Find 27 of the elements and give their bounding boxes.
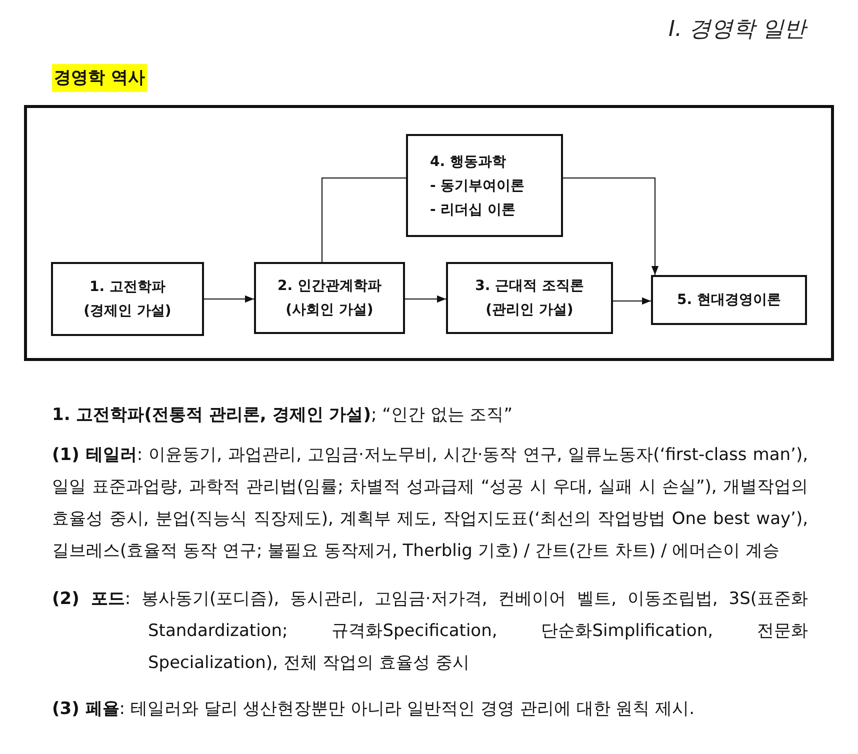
arrow	[404, 295, 446, 303]
process-box	[651, 275, 807, 325]
node-text: (사회인 가설)	[286, 301, 374, 320]
chapter-header: Ⅰ. 경영학 일반	[668, 16, 806, 44]
node-text: - 동기부여이론	[430, 176, 525, 196]
paragraph: (1) 테일러: 이윤동기, 과업관리, 고임금·저노무비, 시간·동작 연구, 일류노동자(‘first-class man’), 일일 표준과업량, 과학적 관리법(임률; 차별적 성과급제 “성공 시 우대, 실패 시 손실”), 개별작업의 효율성 중시, 분업(직능식 직장제도), 계획부 제도, 작업지도표(‘최선의 작업방법 One best way’), 길브레스(효율적 동작 연구; 불필요 동작제거, Therblig 기호) / 간트(간트 차트) / 에머슨이 계승	[52, 444, 808, 563]
node-text: - 리더십 이론	[430, 200, 516, 220]
section-heading: 경영학 역사	[52, 64, 147, 92]
node-text: 5. 현대경영이론	[677, 291, 781, 310]
paragraph: (3) 페욜: 테일러와 달리 생산현장뿐만 아니라 일반적인 경영 관리에 대한 원칙 제시.	[52, 698, 696, 721]
process-box	[51, 262, 204, 336]
node-text: 1. 고전학파	[90, 278, 166, 297]
process-box	[254, 262, 405, 334]
connector-line	[322, 178, 406, 262]
node-text: 2. 인간관계학파	[278, 277, 382, 296]
node-text: (관리인 가설)	[486, 301, 574, 320]
paragraph: 1. 고전학파(전통적 관리론, 경제인 가설); “인간 없는 조직”	[52, 404, 514, 427]
process-box	[406, 134, 563, 237]
process-box	[446, 262, 613, 334]
arrow	[204, 295, 254, 303]
arrow	[612, 297, 652, 305]
arrow	[562, 178, 659, 276]
paragraph: (2) 포드: 봉사동기(포디즘), 동시관리, 고임금·저가격, 컨베이어 벨트, 이동조립법, 3S(표준화Standardization; 규격화Specification, 단순화Simplification, 전문화Specialization), 전체 작업의 효율성 중시	[52, 588, 808, 675]
frame-box	[24, 105, 834, 361]
node-text: (경제인 가설)	[84, 302, 172, 321]
node-text: 3. 근대적 조직론	[475, 277, 584, 296]
node-text: 4. 행동과학	[430, 152, 506, 172]
